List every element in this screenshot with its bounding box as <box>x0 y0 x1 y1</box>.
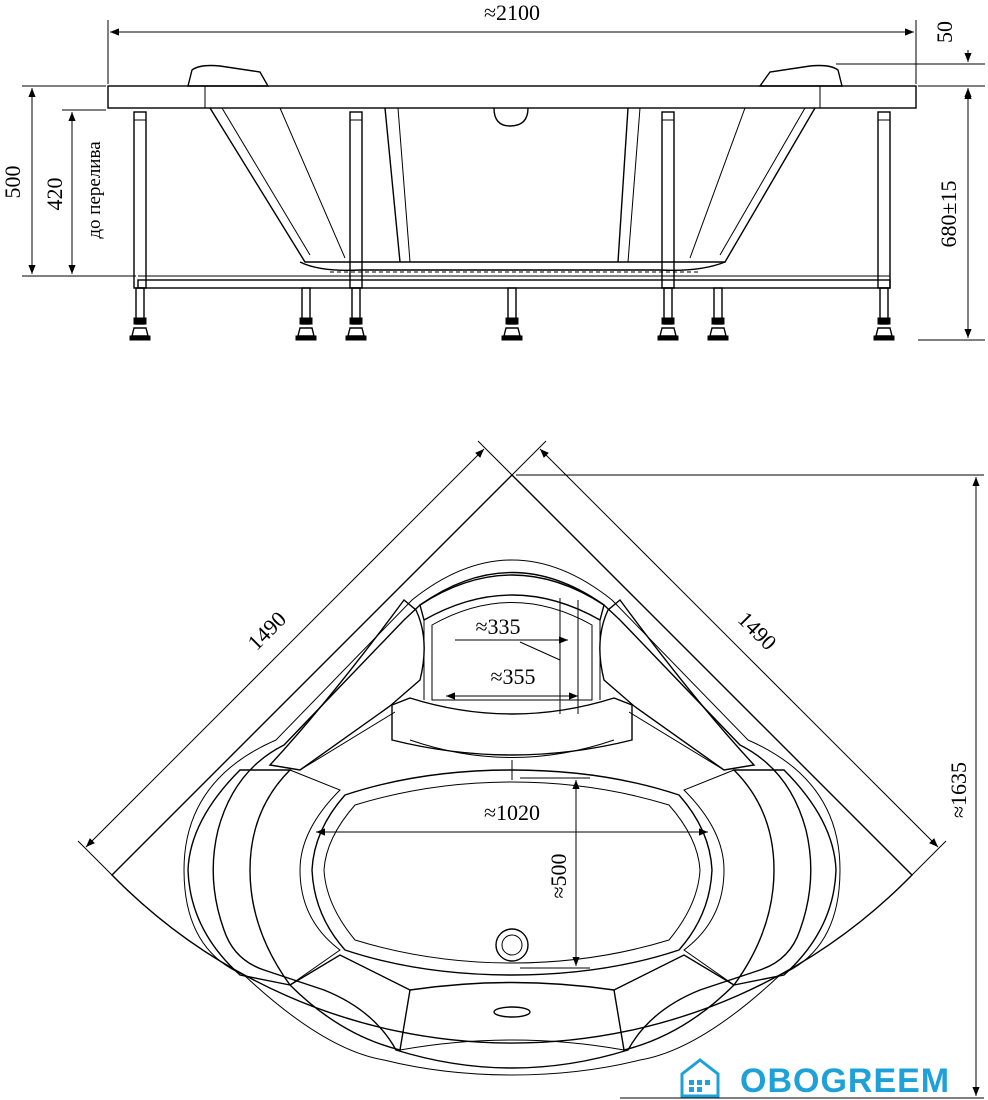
dim-rim-label: 50 <box>932 21 957 43</box>
dim-headrest-outer: ≈355 <box>446 600 579 714</box>
dim-rim: 50 <box>836 21 985 100</box>
dim-total-length: ≈2100 <box>107 0 917 84</box>
headrest-niche <box>419 574 605 622</box>
dim-diagonal: ≈1635 <box>516 474 984 1099</box>
seat-bottom-left <box>288 954 411 1051</box>
bowl-floor <box>311 769 713 976</box>
overflow-note: до перелива <box>84 141 105 239</box>
adjustable-feet <box>129 287 895 341</box>
front-overflow <box>493 1006 531 1018</box>
seat-bottom-right <box>613 954 736 1051</box>
dim-height-right: 680±15 <box>918 90 985 341</box>
top-view: 1490 1490 ≈1635 <box>77 440 984 1099</box>
dim-total-length-label: ≈2100 <box>484 0 540 25</box>
dim-height-right-label: 680±15 <box>936 180 961 247</box>
dim-height-left-label: 500 <box>0 166 25 199</box>
dim-bowl-depth: ≈500 <box>520 777 590 969</box>
dim-overflow-label: 420 <box>42 178 67 211</box>
dim-headrest-inner: ≈335 <box>455 598 568 714</box>
dim-bowl-depth-label: ≈500 <box>546 853 571 898</box>
dim-side-right-label: 1490 <box>733 606 782 655</box>
armrest-left-upper <box>268 598 425 771</box>
side-view: ≈2100 50 680±15 500 420 до пе <box>0 0 985 341</box>
frame-rail <box>137 279 891 289</box>
dim-overflow: 420 до перелива <box>42 109 106 274</box>
tub-rim <box>107 85 917 109</box>
house-icon <box>680 1058 720 1098</box>
dim-side-left: 1490 <box>77 440 513 876</box>
bowl-shoulder <box>212 571 812 1069</box>
tub-outline <box>111 474 913 1044</box>
dim-diagonal-label: ≈1635 <box>946 762 971 818</box>
overflow-fitting <box>493 107 529 127</box>
top-seat <box>391 697 633 756</box>
dim-side-left-label: 1490 <box>242 606 291 655</box>
lounger-left <box>187 769 292 987</box>
headrest-right <box>758 64 843 87</box>
dim-bowl-width-label: ≈1020 <box>484 800 540 825</box>
dim-headrest-outer-label: ≈355 <box>490 664 535 689</box>
headrest-left <box>187 64 270 87</box>
deck-inner-edge <box>183 559 841 1076</box>
drain-icon <box>495 928 529 962</box>
dim-height-left: 500 <box>0 85 136 277</box>
tub-body-outline <box>209 107 816 263</box>
brand-logo-text: OBOGREEM <box>740 1062 950 1100</box>
dim-bowl-width: ≈1020 <box>316 800 708 836</box>
armrest-right-upper <box>599 598 756 771</box>
dim-headrest-inner-label: ≈335 <box>475 614 520 639</box>
lounger-right <box>732 769 837 987</box>
brand-logo: OBOGREEM <box>680 1058 950 1100</box>
dim-side-right: 1490 <box>511 440 947 876</box>
